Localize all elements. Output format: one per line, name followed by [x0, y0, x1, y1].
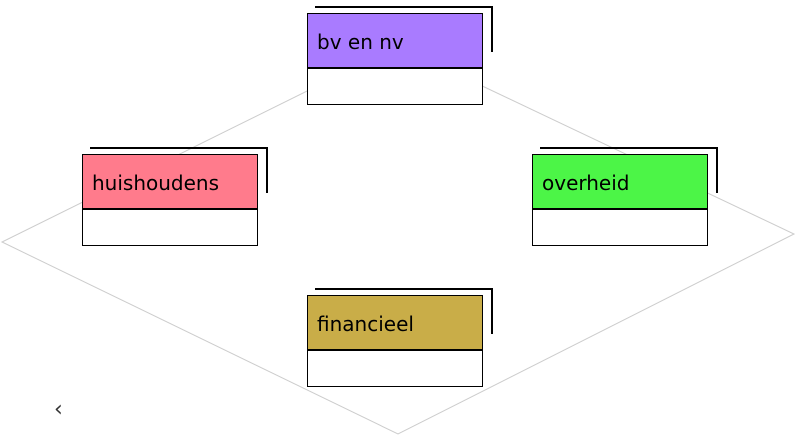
node-header: financieel: [308, 296, 482, 351]
shadow-line: [540, 147, 718, 149]
shadow-line: [716, 147, 718, 193]
node-label: huishoudens: [92, 171, 220, 195]
chevron-left-icon[interactable]: ‹: [54, 397, 63, 422]
shadow-line: [315, 288, 493, 290]
node-overheid[interactable]: overheid: [532, 147, 718, 246]
node-label: financieel: [317, 312, 414, 336]
node-huishoudens[interactable]: huishoudens: [82, 147, 268, 246]
node-financieel[interactable]: financieel: [307, 288, 493, 387]
node-bv-en-nv[interactable]: bv en nv: [307, 6, 493, 105]
node-label: bv en nv: [317, 30, 404, 54]
node-box: overheid: [532, 154, 708, 246]
node-header: overheid: [533, 155, 707, 210]
node-box: bv en nv: [307, 13, 483, 105]
shadow-line: [266, 147, 268, 193]
shadow-line: [90, 147, 268, 149]
node-label: overheid: [542, 171, 630, 195]
node-box: huishoudens: [82, 154, 258, 246]
node-box: financieel: [307, 295, 483, 387]
shadow-line: [315, 6, 493, 8]
node-header: huishoudens: [83, 155, 257, 210]
shadow-line: [491, 288, 493, 334]
shadow-line: [491, 6, 493, 52]
node-header: bv en nv: [308, 14, 482, 69]
